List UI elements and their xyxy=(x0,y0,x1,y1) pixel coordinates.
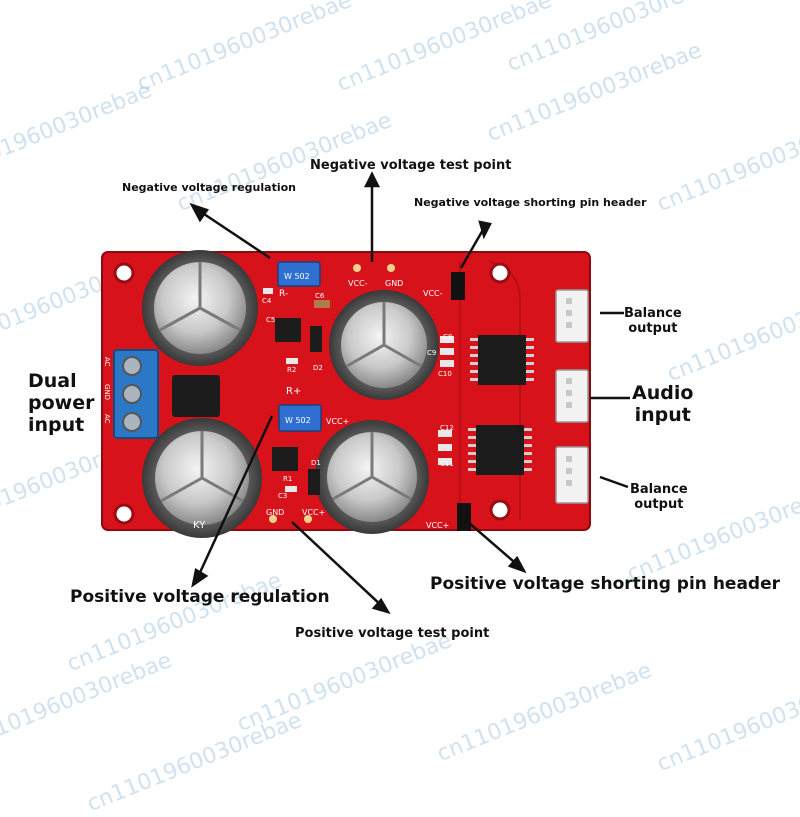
silk-l-out: L-OUT xyxy=(594,510,603,535)
silk-r2: R2 xyxy=(287,366,296,374)
label-balance-output-bottom: Balance output xyxy=(630,482,688,512)
silk-pot-code: W 502 xyxy=(285,416,311,425)
regulator-ic xyxy=(275,318,301,342)
silk-vcc-plus-right: VCC+ xyxy=(426,521,449,530)
silk-c9: C9 xyxy=(427,349,436,357)
opamp-ic-bottom xyxy=(468,425,532,475)
screw-terminal xyxy=(113,349,159,439)
positive-shorting-pin-header xyxy=(457,503,471,531)
silk-vcc-minus-right: VCC- xyxy=(423,289,443,298)
test-point-pad xyxy=(353,264,361,272)
capacitor-top-left xyxy=(142,250,258,366)
label-positive-shorting-pin-header: Positive voltage shorting pin header xyxy=(430,574,781,594)
silk-gnd-left: GND xyxy=(103,384,111,400)
label-balance-output-top: Balance output xyxy=(624,306,682,336)
silk-gnd-bottom: GND xyxy=(266,508,284,517)
label-negative-shorting-pin-header: Negative voltage shorting pin header xyxy=(414,196,647,209)
test-point-pad xyxy=(269,515,277,523)
capacitor-bottom-center xyxy=(315,420,429,534)
potentiometer-positive xyxy=(278,404,322,432)
regulator-ic xyxy=(272,447,298,471)
silk-r-out: R-OUT xyxy=(594,265,603,290)
label-negative-voltage-test-point: Negative voltage test point xyxy=(310,158,512,173)
capacitor-bottom-left xyxy=(142,418,262,538)
silk-r-plus: R+ xyxy=(286,386,301,397)
silk-c12: C12 xyxy=(440,424,454,432)
silk-vcc-plus-top: VCC+ xyxy=(326,417,349,426)
label-audio-input: Audio input xyxy=(632,382,694,426)
silk-c5: C5 xyxy=(266,316,275,324)
silk-ldgr: L G D R xyxy=(592,376,600,402)
bridge-rectifier xyxy=(172,375,220,417)
label-dual-power-input: Dual power input xyxy=(28,370,95,436)
diode xyxy=(310,326,322,352)
silk-r-minus: R- xyxy=(279,289,288,299)
silk-ac-2: AC xyxy=(103,414,111,424)
mounting-hole xyxy=(489,262,511,284)
diode xyxy=(308,469,320,495)
silk-vcc-plus-bottom: VCC+ xyxy=(302,508,325,517)
silk-pot-code: W 502 xyxy=(284,272,310,281)
label-positive-voltage-regulation: Positive voltage regulation xyxy=(70,587,330,607)
silk-gnd: GND xyxy=(385,279,403,288)
silk-cap-mark: KY xyxy=(193,520,206,531)
mounting-hole xyxy=(113,503,135,525)
label-negative-voltage-regulation: Negative voltage regulation xyxy=(122,181,296,194)
silk-d1: D1 xyxy=(311,459,321,467)
potentiometer-negative xyxy=(277,261,321,287)
silk-in: IN xyxy=(590,428,606,443)
silk-d2: D2 xyxy=(313,364,323,372)
silk-c4: C4 xyxy=(262,297,272,305)
silk-r1: R1 xyxy=(283,475,292,483)
opamp-ic-top xyxy=(470,335,534,385)
pcb-board-illustration: VCC- GND VCC- R+ R- VCC+ GND VCC+ VCC+ C… xyxy=(101,171,630,615)
silk-vcc-minus: VCC- xyxy=(348,279,368,288)
label-positive-voltage-test-point: Positive voltage test point xyxy=(295,626,490,641)
test-point-pad xyxy=(304,515,312,523)
silk-c10: C10 xyxy=(438,370,452,378)
silk-c6: C6 xyxy=(315,292,325,300)
mounting-hole xyxy=(489,499,511,521)
silk-c11: C11 xyxy=(440,460,454,468)
balance-output-connector-bottom xyxy=(555,446,589,504)
silk-c8: C8 xyxy=(443,333,452,341)
capacitor-top-center xyxy=(329,290,439,400)
negative-shorting-pin-header xyxy=(451,272,465,300)
silk-ac: AC xyxy=(103,357,111,367)
silk-c3: C3 xyxy=(278,492,287,500)
mounting-hole xyxy=(113,262,135,284)
test-point-pad xyxy=(387,264,395,272)
